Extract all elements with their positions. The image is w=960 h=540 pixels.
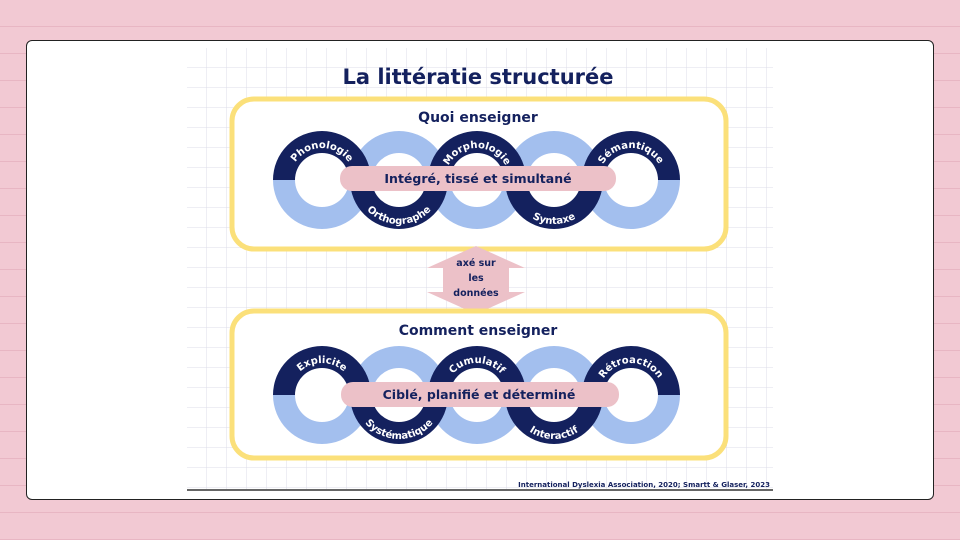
ring-segment [505,395,603,444]
ring-label: Interactif [528,424,581,442]
double-arrow-icon [427,246,525,314]
ring-segment [582,395,680,444]
ring-segment [273,180,371,229]
bottom-band-label: Ciblé, planifié et déterminé [383,387,576,402]
ring-segment [505,180,603,229]
ring-segment [350,395,448,444]
ring-segment [428,395,526,444]
connector-line2: les [468,273,484,284]
bottom-band [341,382,619,407]
top-section-heading: Quoi enseigner [418,110,538,126]
citation: International Dyslexia Association, 2020… [518,481,770,489]
ring-segment [273,395,371,444]
connector-line3: données [453,288,499,299]
top-band-label: Intégré, tissé et simultané [384,171,571,186]
ring-segment [582,180,680,229]
connector-line1: axé sur [456,258,496,269]
ring-segment [350,180,448,229]
page-title: La littératie structurée [342,65,613,89]
ring-segment [273,346,371,395]
ring-label: Syntaxe [531,211,577,227]
ring-segment [428,180,526,229]
top-band [340,166,616,191]
bottom-section-heading: Comment enseigner [399,323,558,339]
ring-label-path: Interactif [528,424,581,442]
ring-label-path: Syntaxe [531,211,577,227]
